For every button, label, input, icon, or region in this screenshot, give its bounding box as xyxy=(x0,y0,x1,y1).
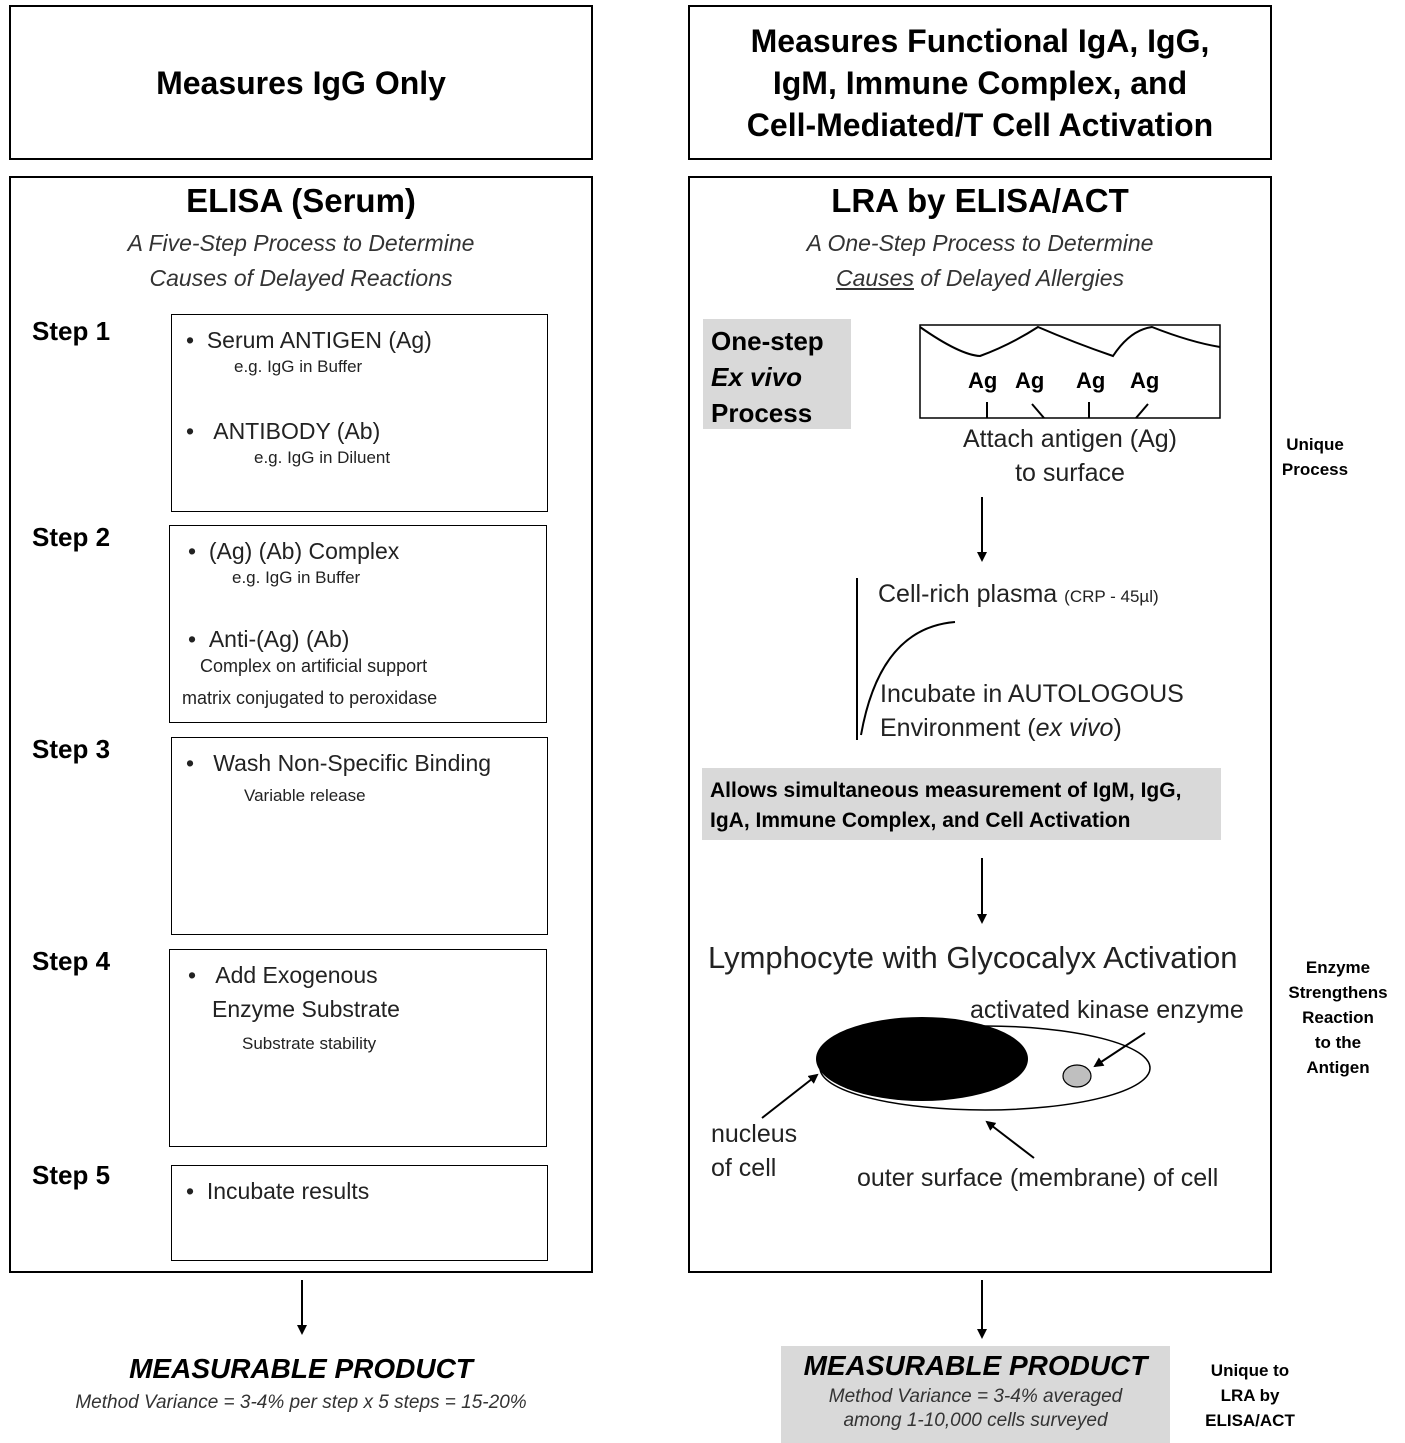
outer-surface-label: outer surface (membrane) of cell xyxy=(857,1164,1219,1192)
step-1-label: Step 1 xyxy=(32,316,111,346)
step-2-item-2: Anti-(Ag) (Ab) xyxy=(208,626,350,652)
step-5-box: • Incubate results xyxy=(171,1165,548,1261)
step-4-bullet-1: • Add Exogenous xyxy=(188,962,378,988)
step-4-note-1: Substrate stability xyxy=(242,1034,377,1053)
step-3-item-1: Wash Non-Specific Binding xyxy=(213,750,492,776)
step-3-box: • Wash Non-Specific Binding Variable rel… xyxy=(171,737,548,935)
elisa-subtitle-2: Causes of Delayed Reactions xyxy=(149,265,453,291)
right-product: MEASURABLE PRODUCT xyxy=(803,1350,1148,1381)
right-header-line-1: Measures Functional IgA, IgG, xyxy=(750,23,1210,59)
attach-line-1: Attach antigen (Ag) xyxy=(962,425,1177,453)
step-1-item-1: Serum ANTIGEN (Ag) xyxy=(206,327,432,353)
left-header: Measures IgG Only xyxy=(156,64,446,101)
cell-rich-plasma: Cell-rich plasma (CRP - 45µl) xyxy=(878,580,1159,609)
left-header-box: Measures IgG Only xyxy=(9,5,593,160)
step-5-bullet-1: • Incubate results xyxy=(186,1178,370,1204)
lra-panel xyxy=(688,176,1272,1273)
step-2-item-1: (Ag) (Ab) Complex xyxy=(208,538,400,564)
one-step-line-3: Process xyxy=(711,398,813,428)
lra-title: LRA by ELISA/ACT xyxy=(831,182,1129,219)
side-unique-lra-3: ELISA/ACT xyxy=(1205,1411,1295,1430)
step-1-bullet-1: • Serum ANTIGEN (Ag) xyxy=(186,327,432,353)
lra-subtitle-1: A One-Step Process to Determine xyxy=(806,230,1154,256)
side-enzyme-3: Reaction xyxy=(1302,1008,1374,1027)
step-2-box: • (Ag) (Ab) Complex e.g. IgG in Buffer •… xyxy=(169,525,547,723)
step-3-label: Step 3 xyxy=(32,734,111,764)
side-unique-process: Unique Process xyxy=(1270,432,1360,482)
right-header-line-2: IgM, Immune Complex, and xyxy=(772,65,1188,101)
step-2-bullet-2: • Anti-(Ag) (Ab) xyxy=(188,626,350,652)
step-4-label: Step 4 xyxy=(32,946,111,976)
side-enzyme-1: Enzyme xyxy=(1305,958,1371,977)
lra-subtitle-rest: of Delayed Allergies xyxy=(913,265,1125,291)
ag-label-1: Ag xyxy=(968,368,998,393)
step-5-label: Step 5 xyxy=(32,1160,111,1190)
step-1-note-2: e.g. IgG in Diluent xyxy=(254,448,391,467)
ag-label-2: Ag xyxy=(1015,368,1045,393)
lymphocyte-title: Lymphocyte with Glycocalyx Activation xyxy=(708,940,1238,975)
step-1-bullet-2: • ANTIBODY (Ab) xyxy=(186,418,381,444)
step-1-item-2: ANTIBODY (Ab) xyxy=(213,418,381,444)
side-enzyme-4: to the xyxy=(1314,1033,1362,1052)
ex-vivo-text: ex vivo xyxy=(1035,714,1114,742)
ag-label-4: Ag xyxy=(1130,368,1160,393)
step-1-note-1: e.g. IgG in Buffer xyxy=(234,357,363,376)
right-header: Measures Functional IgA, IgG, IgM, Immun… xyxy=(688,20,1272,146)
side-unique-process-2: Process xyxy=(1281,460,1349,479)
step-2-note-2: Complex on artificial support xyxy=(200,656,428,676)
nucleus-line-2: of cell xyxy=(711,1154,777,1182)
lra-subtitle-causes: Causes xyxy=(835,265,914,291)
step-3-bullet-1: • Wash Non-Specific Binding xyxy=(186,750,492,776)
step-2-bullet-1: • (Ag) (Ab) Complex xyxy=(188,538,400,564)
environment-line: Environment (ex vivo) xyxy=(880,714,1122,743)
side-enzyme-5: Antigen xyxy=(1306,1058,1370,1077)
side-enzyme-2: Strengthens xyxy=(1288,983,1388,1002)
step-4-item-line2: Enzyme Substrate xyxy=(212,996,400,1022)
elisa-panel xyxy=(9,176,593,1273)
side-enzyme: Enzyme Strengthens Reaction to the Antig… xyxy=(1278,955,1398,1080)
step-2-label: Step 2 xyxy=(32,522,111,552)
incubate-line: Incubate in AUTOLOGOUS xyxy=(880,680,1184,708)
one-step-line-1: One-step xyxy=(711,326,824,356)
step-4-box: • Add Exogenous Enzyme Substrate Substra… xyxy=(169,949,547,1147)
elisa-subtitle-1: A Five-Step Process to Determine xyxy=(127,230,475,256)
crp-label: (CRP - 45µl) xyxy=(1064,587,1159,606)
right-header-line-3: Cell-Mediated/T Cell Activation xyxy=(746,107,1214,143)
right-variance-1: Method Variance = 3-4% averaged xyxy=(828,1386,1123,1407)
right-variance-2: among 1-10,000 cells surveyed xyxy=(843,1410,1108,1431)
right-header-box xyxy=(688,5,1272,160)
cell-rich-label: Cell-rich plasma xyxy=(878,580,1058,608)
allows-line-2: IgA, Immune Complex, and Cell Activation xyxy=(710,809,1131,832)
step-5-item-1: Incubate results xyxy=(206,1178,370,1204)
right-product-box: MEASURABLE PRODUCT Method Variance = 3-4… xyxy=(781,1346,1170,1443)
step-2-note-3: matrix conjugated to peroxidase xyxy=(182,688,438,708)
side-unique-process-1: Unique xyxy=(1286,435,1344,454)
allows-box: Allows simultaneous measurement of IgM, … xyxy=(702,768,1221,840)
left-product: MEASURABLE PRODUCT xyxy=(129,1353,473,1384)
left-variance: Method Variance = 3-4% per step x 5 step… xyxy=(75,1392,527,1413)
kinase-label: activated kinase enzyme xyxy=(970,996,1244,1024)
step-4-item-1: Add Exogenous xyxy=(215,962,378,988)
step-1-box: • Serum ANTIGEN (Ag) e.g. IgG in Buffer … xyxy=(171,314,548,512)
one-step-box: One-step Ex vivo Process xyxy=(703,319,851,429)
elisa-title: ELISA (Serum) xyxy=(186,182,416,219)
step-3-note-1: Variable release xyxy=(244,786,366,805)
ag-label-3: Ag xyxy=(1076,368,1106,393)
step-2-note-1: e.g. IgG in Buffer xyxy=(232,568,361,587)
side-unique-lra-2: LRA by xyxy=(1220,1386,1280,1405)
allows-line-1: Allows simultaneous measurement of IgM, … xyxy=(710,779,1182,802)
nucleus-line-1: nucleus xyxy=(711,1120,798,1148)
environment-end: ) xyxy=(1113,714,1122,742)
attach-line-2: to surface xyxy=(1015,459,1125,487)
side-unique-lra-1: Unique to xyxy=(1210,1361,1290,1380)
one-step-line-2: Ex vivo xyxy=(711,362,803,392)
environment-text: Environment ( xyxy=(880,714,1036,742)
side-unique-lra: Unique to LRA by ELISA/ACT xyxy=(1190,1358,1310,1433)
lra-subtitle-2: Causes of Delayed Allergies xyxy=(688,261,1272,296)
